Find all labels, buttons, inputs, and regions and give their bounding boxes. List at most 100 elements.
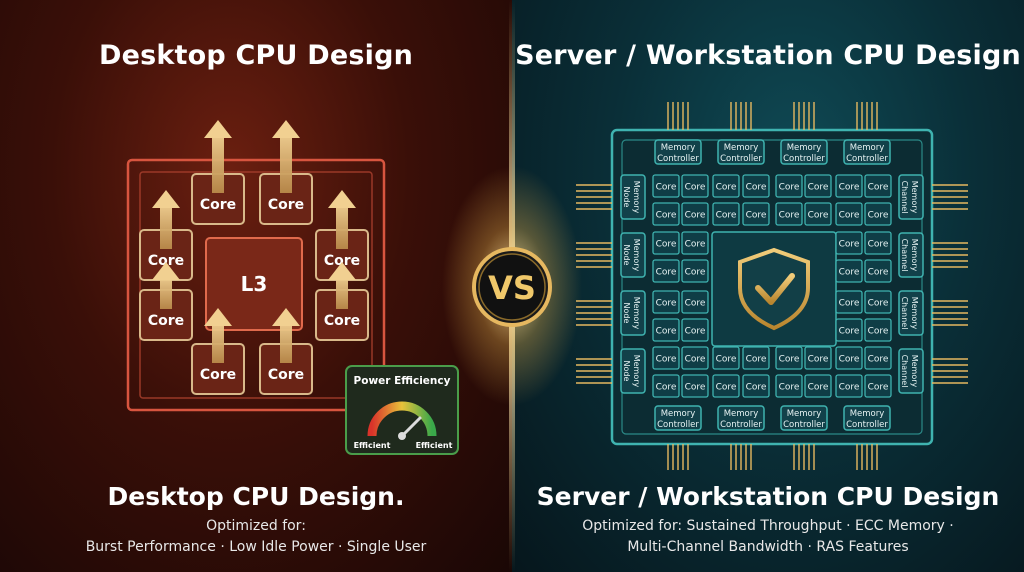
server-core-label: Core — [656, 299, 677, 309]
memory-node-label-2: Node — [622, 303, 631, 324]
performance-arrow-icon — [328, 262, 356, 309]
memory-channel-label-1: Memory — [910, 355, 919, 388]
server-memory-blocks: MemoryControllerMemoryControllerMemoryCo… — [620, 139, 924, 431]
server-core: Core — [681, 259, 709, 283]
server-core-label: Core — [808, 211, 829, 221]
vs-badge — [472, 247, 552, 327]
server-core-label: Core — [808, 383, 829, 393]
memory-channel-label-2: Channel — [900, 355, 909, 388]
server-core-label: Core — [685, 183, 706, 193]
server-core-label: Core — [839, 211, 860, 221]
server-core: Core — [835, 259, 863, 283]
memory-controller-label-1: Memory — [787, 143, 822, 153]
server-core: Core — [775, 174, 803, 198]
server-core-label: Core — [716, 211, 737, 221]
memory-controller-label-2: Controller — [657, 420, 699, 430]
server-core: Core — [864, 374, 892, 398]
server-core-label: Core — [746, 355, 767, 365]
server-core: Core — [835, 231, 863, 255]
vs-label: VS — [488, 269, 536, 307]
desktop-core-label: Core — [200, 197, 236, 213]
server-core: Core — [681, 202, 709, 226]
desktop-core-label: Core — [148, 253, 184, 269]
server-core: Core — [681, 374, 709, 398]
server-core: Core — [835, 318, 863, 342]
server-core: Core — [652, 202, 680, 226]
server-core: Core — [681, 346, 709, 370]
memory-node-label-2: Node — [622, 361, 631, 382]
server-core: Core — [804, 346, 832, 370]
l3-label: L3 — [241, 272, 268, 296]
server-core: Core — [804, 374, 832, 398]
server-core: Core — [835, 202, 863, 226]
server-core-label: Core — [868, 211, 889, 221]
server-core-label: Core — [779, 355, 800, 365]
desktop-core: Core — [191, 308, 245, 395]
server-core-label: Core — [685, 240, 706, 250]
performance-arrow-icon — [272, 120, 300, 193]
server-subtitle: Server / Workstation CPU Design — [536, 482, 1000, 511]
server-core-label: Core — [685, 268, 706, 278]
server-core-label: Core — [656, 240, 677, 250]
memory-controller-label-1: Memory — [724, 409, 759, 419]
server-core: Core — [652, 318, 680, 342]
server-core: Core — [864, 318, 892, 342]
memory-controller-label-1: Memory — [850, 409, 885, 419]
server-core-label: Core — [685, 299, 706, 309]
server-core: Core — [742, 174, 770, 198]
server-core: Core — [712, 202, 740, 226]
server-core: Core — [835, 374, 863, 398]
server-core: Core — [864, 259, 892, 283]
server-core: Core — [681, 231, 709, 255]
desktop-chip — [126, 158, 386, 412]
server-core: Core — [742, 346, 770, 370]
server-core-label: Core — [868, 355, 889, 365]
desktop-core-label: Core — [324, 313, 360, 329]
server-core-label: Core — [868, 268, 889, 278]
desktop-core: Core — [259, 308, 313, 395]
memory-channel-label-2: Channel — [900, 181, 909, 214]
desktop-core: Core — [139, 262, 193, 341]
memory-controller-label-2: Controller — [846, 154, 888, 164]
server-core: Core — [775, 374, 803, 398]
gauge-right-label: Efficient — [416, 441, 453, 450]
memory-node-label-1: Memory — [632, 239, 641, 272]
power-efficiency-gauge — [345, 365, 459, 455]
server-core-label: Core — [746, 183, 767, 193]
server-core-label: Core — [656, 211, 677, 221]
desktop-title: Desktop CPU Design — [98, 40, 414, 71]
server-core-label: Core — [839, 327, 860, 337]
performance-arrow-icon — [152, 190, 180, 249]
gauge-title: Power Efficiency — [354, 375, 451, 387]
performance-arrow-icon — [152, 262, 180, 309]
server-core-label: Core — [716, 355, 737, 365]
server-core-label: Core — [779, 183, 800, 193]
server-core: Core — [712, 174, 740, 198]
server-core: Core — [742, 374, 770, 398]
server-features-line1: Optimized for: Sustained Throughput · EC… — [582, 518, 954, 534]
server-core-label: Core — [685, 327, 706, 337]
memory-channel-label-1: Memory — [910, 181, 919, 214]
server-pins — [576, 102, 968, 470]
server-core: Core — [712, 346, 740, 370]
memory-node-label-1: Memory — [632, 355, 641, 388]
desktop-core-label: Core — [268, 197, 304, 213]
desktop-core-label: Core — [200, 367, 236, 383]
server-core: Core — [775, 346, 803, 370]
server-core-label: Core — [779, 383, 800, 393]
memory-channel-label-2: Channel — [900, 297, 909, 330]
server-core: Core — [742, 202, 770, 226]
server-core: Core — [775, 202, 803, 226]
server-core-label: Core — [868, 299, 889, 309]
memory-channel-label-2: Channel — [900, 239, 909, 272]
server-core: Core — [864, 346, 892, 370]
